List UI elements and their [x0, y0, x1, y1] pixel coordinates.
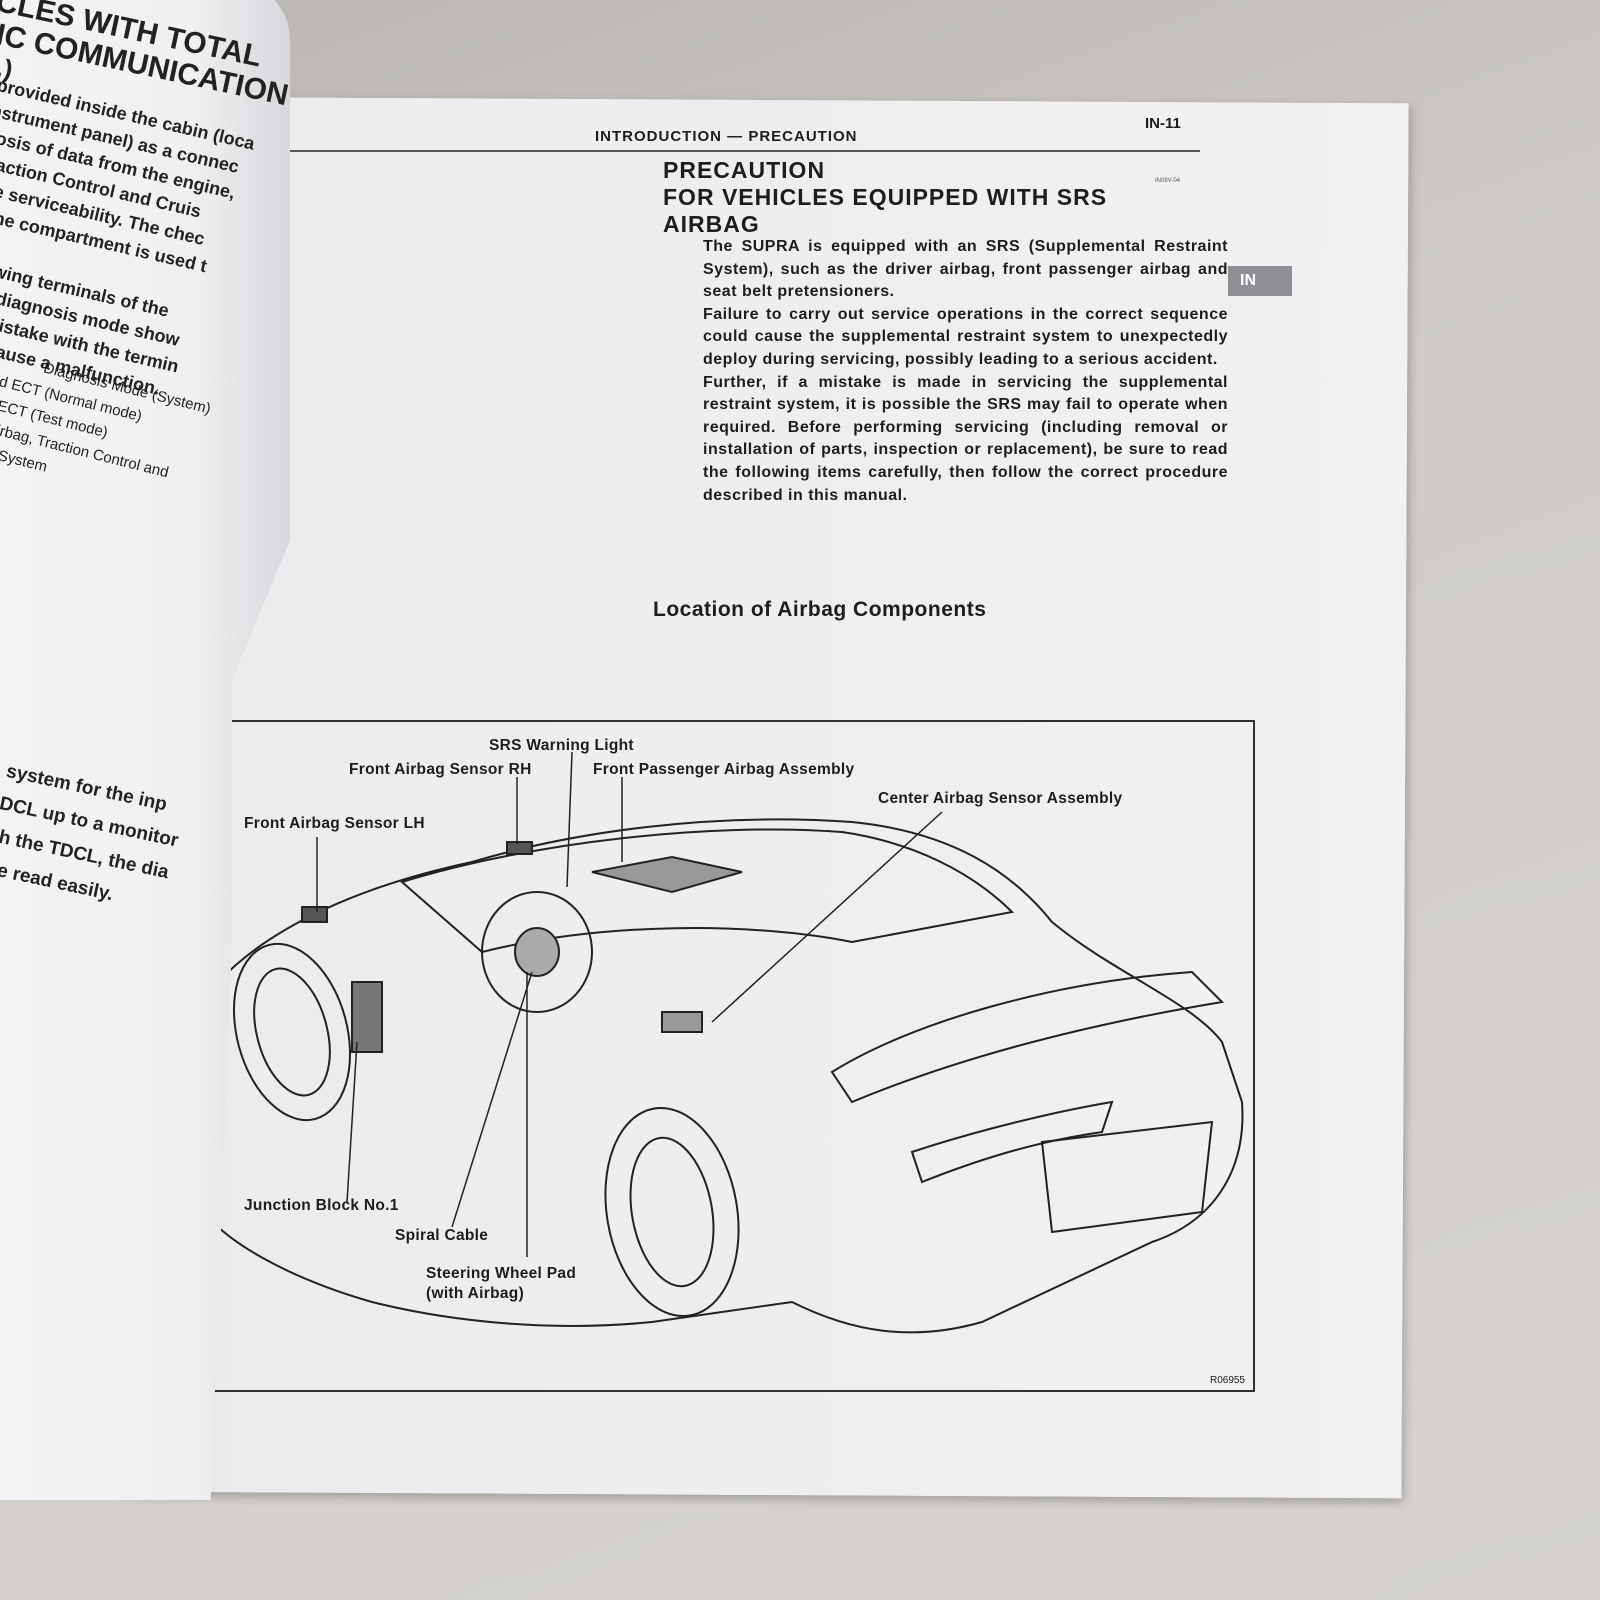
precaution-text: The SUPRA is equipped with an SRS (Suppl… [703, 236, 1228, 507]
label-srs-warning-light: SRS Warning Light [489, 737, 634, 754]
airbag-components-diagram: SRS Warning Light Front Airbag Sensor RH… [150, 720, 1255, 1392]
label-center-sensor: Center Airbag Sensor Assembly [878, 790, 1123, 807]
label-front-passenger-airbag: Front Passenger Airbag Assembly [593, 761, 855, 778]
paragraph: The SUPRA is equipped with an SRS (Suppl… [703, 238, 1228, 301]
diagram-title: Location of Airbag Components [653, 598, 987, 621]
page-number: IN-11 [1145, 115, 1181, 132]
section-tab: IN [1228, 266, 1292, 296]
page-title: PRECAUTION FOR VEHICLES EQUIPPED WITH SR… [663, 157, 1107, 238]
paragraph: Further, if a mistake is made in servici… [703, 373, 1228, 504]
label-steering-wheel-pad: Steering Wheel Pad [426, 1265, 577, 1282]
header-rule [270, 150, 1200, 152]
paragraph: Failure to carry out service operations … [703, 305, 1228, 368]
title-line-3: AIRBAG [663, 211, 760, 237]
label-spiral-cable: Spiral Cable [395, 1227, 489, 1244]
title-line-1: PRECAUTION [663, 157, 826, 183]
label-front-sensor-rh: Front Airbag Sensor RH [349, 761, 532, 778]
label-steering-wheel-pad-note: (with Airbag) [426, 1285, 525, 1302]
car-illustration [180, 751, 1244, 1334]
figure-code: R06955 [1209, 1375, 1245, 1386]
label-front-sensor-lh: Front Airbag Sensor LH [244, 815, 425, 832]
label-junction-block: Junction Block No.1 [244, 1197, 399, 1214]
title-line-2: FOR VEHICLES EQUIPPED WITH SRS [663, 184, 1108, 210]
doc-code: IN08V-04 [1155, 178, 1181, 184]
running-header: INTRODUCTION — PRECAUTION [595, 128, 858, 145]
